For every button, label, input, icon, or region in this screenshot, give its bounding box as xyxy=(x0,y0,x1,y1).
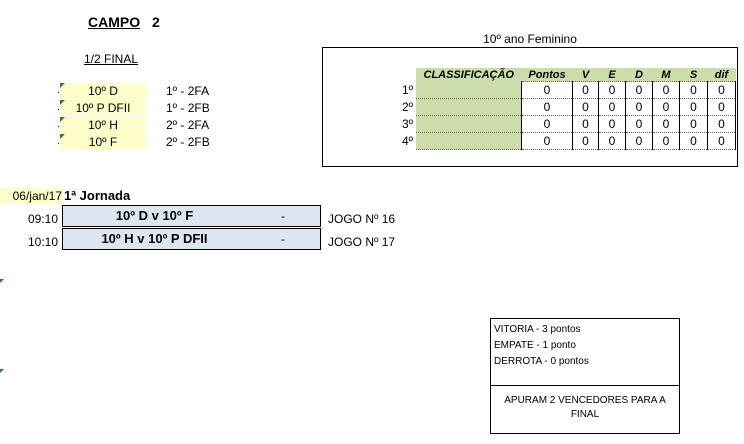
team-cell-4[interactable]: 10º F xyxy=(60,134,146,150)
value-cell[interactable]: 0 xyxy=(598,132,626,150)
table-row: 4º 0 0 0 0 0 0 0 xyxy=(383,132,736,150)
value-cell[interactable]: 0 xyxy=(572,81,599,99)
col-header: dif xyxy=(707,68,736,82)
position-label: 3º xyxy=(401,117,413,131)
value-cell[interactable]: 0 xyxy=(625,115,653,133)
dot-marker-icon: · xyxy=(57,121,60,131)
value-cell[interactable]: 0 xyxy=(679,81,708,99)
value-cell[interactable]: 0 xyxy=(652,81,680,99)
game-score-cell[interactable]: - xyxy=(246,228,321,250)
team-name: 10º F xyxy=(88,135,118,149)
position-label: 1º xyxy=(401,83,413,97)
position-label: 2º xyxy=(401,100,413,114)
comment-indicator-icon xyxy=(60,83,65,88)
value-cell[interactable]: 0 xyxy=(707,115,736,133)
position-label: 4º xyxy=(401,134,413,148)
team-slot[interactable] xyxy=(416,115,522,133)
value-cell[interactable]: 0 xyxy=(572,115,599,133)
team-cell-2[interactable]: 10º P DFII xyxy=(60,100,146,116)
value-cell[interactable]: 0 xyxy=(625,132,653,150)
col-header: S xyxy=(679,68,708,82)
value-cell[interactable]: 0 xyxy=(521,115,573,133)
campo-number: 2 xyxy=(152,14,160,30)
game-number: JOGO Nº 16 xyxy=(328,212,396,226)
comment-indicator-icon xyxy=(0,279,4,283)
game-match-cell[interactable]: 10º H v 10º P DFII xyxy=(62,228,247,250)
value-cell[interactable]: 0 xyxy=(652,115,680,133)
team-slot[interactable] xyxy=(416,81,522,99)
team-slot[interactable] xyxy=(416,98,522,116)
game-time: 10:10 xyxy=(27,235,58,249)
value-cell[interactable]: 0 xyxy=(625,98,653,116)
value-cell[interactable]: 0 xyxy=(625,81,653,99)
value-cell[interactable]: 0 xyxy=(679,132,708,150)
col-header: M xyxy=(652,68,680,82)
value-cell[interactable]: 0 xyxy=(707,132,736,150)
round-label: 1/2 FINAL xyxy=(84,52,139,66)
classification-box: CLASSIFICAÇÃO Pontos V E D M S dif 1º 0 … xyxy=(322,47,738,167)
col-header: CLASSIFICAÇÃO xyxy=(416,68,522,82)
value-cell[interactable]: 0 xyxy=(598,115,626,133)
campo-label: CAMPO xyxy=(88,14,141,30)
seed-code-4: 2º - 2FB xyxy=(166,135,210,149)
value-cell[interactable]: 0 xyxy=(598,98,626,116)
game-number: JOGO Nº 17 xyxy=(328,235,396,249)
team-cell-3[interactable]: 10º H xyxy=(60,117,146,133)
seed-code-3: 2º - 2FA xyxy=(166,118,210,132)
team-name: 10º D xyxy=(88,84,118,98)
value-cell[interactable]: 0 xyxy=(521,98,573,116)
rule-line: DERROTA - 0 pontos xyxy=(494,356,589,367)
comment-indicator-icon xyxy=(60,100,65,105)
comment-indicator-icon xyxy=(0,369,4,373)
value-cell[interactable]: 0 xyxy=(572,98,599,116)
value-cell[interactable]: 0 xyxy=(521,81,573,99)
dot-marker-icon: · xyxy=(57,138,60,148)
col-header: Pontos xyxy=(521,68,573,82)
qualification-note: APURAM 2 VENCEDORES PARA A FINAL xyxy=(504,395,666,420)
points-rules-box: VITORIA - 3 pontos EMPATE - 1 ponto DERR… xyxy=(490,318,680,386)
game-match-cell[interactable]: 10º D v 10º F xyxy=(62,205,247,227)
table-row: 2º 0 0 0 0 0 0 0 xyxy=(383,98,736,116)
jornada-label: 1ª Jornada xyxy=(64,188,131,203)
value-cell[interactable]: 0 xyxy=(521,132,573,150)
classification-title: 10º ano Feminino xyxy=(483,32,577,46)
seed-code-1: 1º - 2FA xyxy=(166,84,210,98)
team-slot[interactable] xyxy=(416,132,522,150)
dot-marker-icon: · xyxy=(57,87,60,97)
team-name: 10º P DFII xyxy=(75,101,131,115)
col-header: E xyxy=(598,68,626,82)
dot-marker-icon: · xyxy=(57,104,60,114)
value-cell[interactable]: 0 xyxy=(598,81,626,99)
value-cell[interactable]: 0 xyxy=(652,132,680,150)
value-cell[interactable]: 0 xyxy=(707,98,736,116)
comment-indicator-icon xyxy=(60,134,65,139)
col-header: D xyxy=(625,68,653,82)
team-cell-1[interactable]: 10º D xyxy=(60,83,146,99)
qualification-note-box: APURAM 2 VENCEDORES PARA A FINAL xyxy=(490,385,680,434)
classification-table: CLASSIFICAÇÃO Pontos V E D M S dif 1º 0 … xyxy=(383,68,736,150)
game-time: 09:10 xyxy=(27,212,58,226)
value-cell[interactable]: 0 xyxy=(679,115,708,133)
comment-indicator-icon xyxy=(60,117,65,122)
value-cell[interactable]: 0 xyxy=(572,132,599,150)
value-cell[interactable]: 0 xyxy=(707,81,736,99)
game-score-cell[interactable]: - xyxy=(246,205,321,227)
table-row: 1º 0 0 0 0 0 0 0 xyxy=(383,81,736,99)
value-cell[interactable]: 0 xyxy=(652,98,680,116)
value-cell[interactable]: 0 xyxy=(679,98,708,116)
table-row: 3º 0 0 0 0 0 0 0 xyxy=(383,115,736,133)
rule-line: EMPATE - 1 ponto xyxy=(494,340,576,351)
pos-header xyxy=(383,68,416,82)
rule-line: VITORIA - 3 pontos xyxy=(494,324,581,335)
team-name: 10º H xyxy=(88,118,118,132)
classification-header-row: CLASSIFICAÇÃO Pontos V E D M S dif xyxy=(383,68,736,82)
col-header: V xyxy=(572,68,599,82)
seed-code-2: 1º - 2FB xyxy=(166,101,210,115)
jornada-date[interactable]: 06/jan/17 xyxy=(0,188,62,204)
